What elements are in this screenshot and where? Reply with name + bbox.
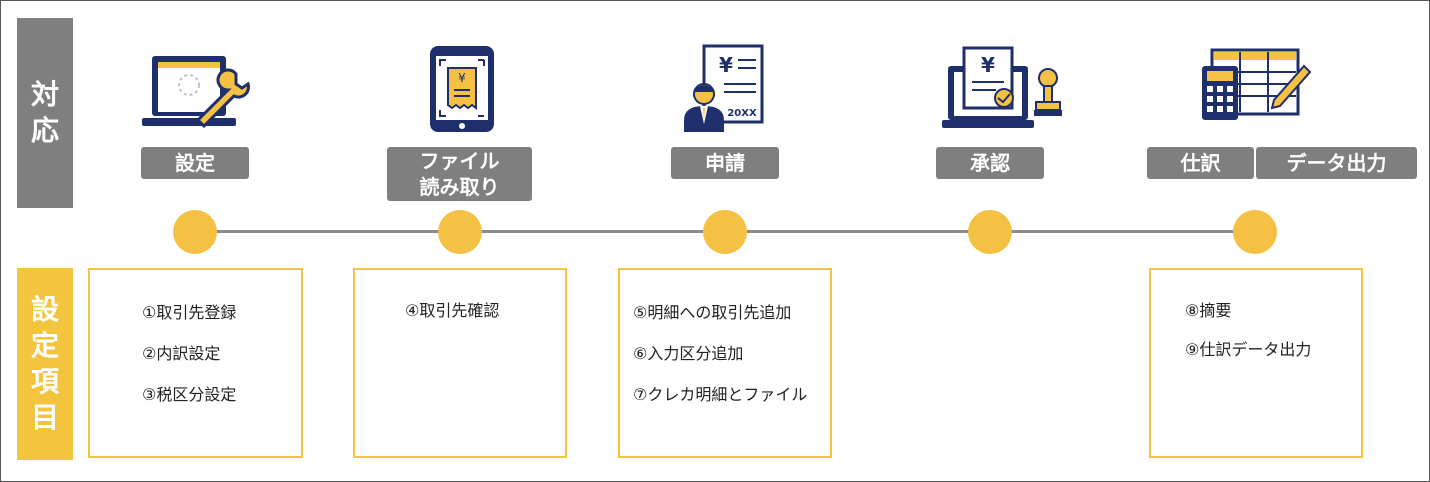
step-label-file-read: ファイル 読み取り [387, 147, 532, 201]
settings-box-application: ⑤明細への取引先追加 ⑥入力区分追加 ⑦クレカ明細とファイル [618, 268, 832, 458]
step-label-text: 申請 [705, 151, 745, 175]
step-label-text: 読み取り [419, 175, 500, 199]
step-label-data-output: データ出力 [1256, 147, 1417, 179]
side-label-char: 応 [30, 114, 59, 147]
businessman-invoice-icon: ¥ 20XX [684, 44, 764, 132]
side-label-char: 対 [30, 78, 59, 111]
setting-item: ③税区分設定 [142, 385, 237, 404]
settings-box-setup: ①取引先登録 ②内訳設定 ③税区分設定 [88, 268, 303, 458]
year-text: 20XX [727, 108, 757, 119]
setting-item: ⑨仕訳データ出力 [1185, 340, 1312, 359]
setting-item: ⑥入力区分追加 [633, 344, 744, 363]
laptop-stamp-icon: ¥ [942, 46, 1062, 128]
step-label-journal: 仕訳 [1147, 147, 1254, 179]
yen-sign-text: ¥ [719, 53, 733, 77]
settings-box-file-read: ④取引先確認 [353, 268, 567, 458]
step-label-setup: 設定 [141, 147, 249, 179]
setting-item: ⑦クレカ明細とファイル [633, 385, 808, 404]
timeline-dot [173, 210, 217, 254]
laptop-wrench-icon [142, 56, 250, 129]
setting-item: ④取引先確認 [405, 301, 500, 320]
yen-sign-text: ¥ [458, 71, 466, 85]
setting-item: ②内訳設定 [142, 344, 221, 363]
timeline-dot [968, 210, 1012, 254]
setting-item: ⑤明細への取引先追加 [633, 303, 792, 322]
side-label-response: 対 応 [17, 18, 73, 208]
step-label-text: データ出力 [1286, 151, 1387, 175]
step-label-text: 設定 [175, 151, 215, 175]
timeline-dot [703, 210, 747, 254]
timeline-dot [438, 210, 482, 254]
step-label-text: 承認 [970, 151, 1010, 175]
timeline-dot [1233, 210, 1277, 254]
tablet-receipt-icon: ¥ [430, 46, 494, 132]
step-label-application: 申請 [671, 147, 779, 179]
setting-item: ⑧摘要 [1185, 301, 1232, 320]
side-label-char: 項 [30, 365, 59, 398]
side-label-char: 設 [30, 293, 59, 326]
step-label-text: 仕訳 [1180, 151, 1221, 175]
yen-sign-text: ¥ [981, 53, 995, 77]
setting-item: ①取引先登録 [142, 303, 237, 322]
settings-box-journal: ⑧摘要 ⑨仕訳データ出力 [1149, 268, 1363, 458]
spreadsheet-calculator-icon [1202, 48, 1312, 120]
side-label-char: 定 [30, 329, 59, 362]
step-label-approval: 承認 [936, 147, 1044, 179]
side-label-settings-items: 設 定 項 目 [17, 268, 73, 460]
side-label-char: 目 [30, 401, 59, 434]
step-label-text: ファイル [419, 149, 500, 173]
